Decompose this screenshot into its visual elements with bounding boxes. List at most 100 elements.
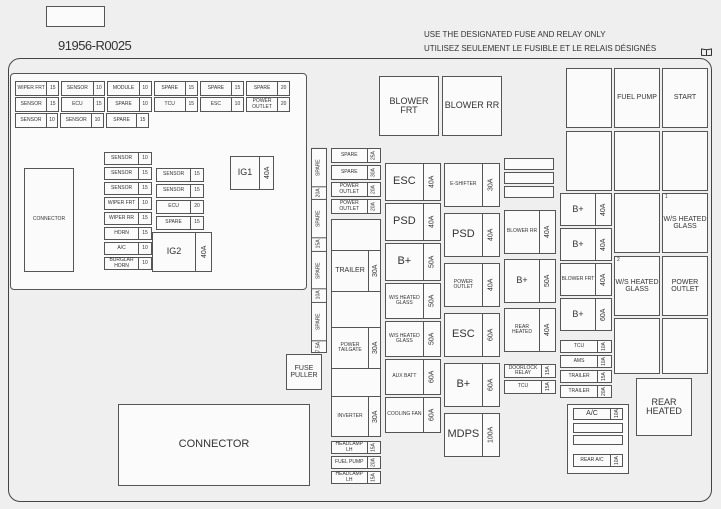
fuse-label: MDPS: [447, 428, 480, 441]
main-connector: CONNECTOR: [118, 404, 310, 486]
fuse-label: WIPER FRT: [107, 199, 136, 206]
fuse-amp: 60A: [487, 328, 495, 342]
fuse-b-: B+ 60A: [444, 363, 500, 407]
fuse-wiper-frt: WIPER FRT 10: [104, 197, 152, 210]
fuse-box-outline: [8, 58, 712, 502]
fuse-amp: 100A: [487, 426, 495, 444]
fuse-label: W/S HEATED GLASS: [388, 332, 420, 344]
fuse-label: A/C: [117, 244, 126, 251]
fuse-label: BURGLAR HORN: [109, 257, 134, 269]
fuse-amp: 20: [194, 203, 200, 210]
fuse-sensor: SENSOR 10: [104, 152, 152, 165]
fuse-amp: 40A: [487, 278, 495, 292]
fuse-amp: 10: [142, 199, 148, 206]
trailer-fuse: TRAILER 30A: [331, 250, 381, 292]
fuse-label: SPARE: [115, 100, 132, 107]
fuse-label: B+: [572, 203, 584, 214]
fuel-pump-relay: FUEL PUMP: [614, 68, 660, 128]
fuse-label: B+: [572, 238, 584, 249]
left-connector: CONNECTOR: [24, 168, 74, 272]
fuse-label: SPARE: [340, 151, 358, 158]
fuse-b-: B+ 50A: [385, 243, 441, 281]
fuse-esc: ESC 60A: [444, 313, 500, 357]
fuse-amp: 15: [142, 169, 148, 176]
fuse-label: WIPER FRT: [17, 84, 45, 91]
fuse-amp: 60A: [428, 408, 436, 422]
fuse-amp: 60A: [487, 378, 495, 392]
fuse-amp: 15: [142, 214, 148, 221]
fuse-label: SENSOR: [162, 187, 185, 194]
fuse-amp: 15A: [600, 372, 607, 381]
fuse-label: SPARE: [165, 219, 182, 226]
empty-slot-2: [504, 172, 554, 184]
fuse-amp: 10: [142, 154, 148, 161]
fuse-label: SPARE: [161, 84, 178, 91]
fuse-label: W/S HEATED GLASS: [388, 294, 420, 306]
relay-empty-7: [662, 318, 708, 374]
ig1-fuse: IG1 40A: [230, 156, 274, 190]
fuse-amp: 15A: [544, 366, 551, 376]
fuse-puller[interactable]: FUSE PULLER: [286, 354, 322, 390]
start-relay: START: [662, 68, 708, 128]
ac-empty-1: [573, 423, 623, 433]
fuse-label: B+: [456, 378, 471, 391]
fuse-label: B+: [397, 255, 412, 268]
book-icon: [701, 43, 712, 57]
fuse-amp: 15: [142, 184, 148, 191]
fuse-label: SENSOR: [110, 184, 133, 191]
fuse-amp: 15: [234, 84, 241, 91]
fuse-amp: 20A: [370, 458, 377, 467]
fuse-label: POWER OUTLET: [339, 183, 360, 195]
fuse-label: E-SHIFTER: [450, 181, 477, 188]
fuse-amp: 40A: [599, 203, 607, 216]
rear-heated-relay: REAR HEATED: [636, 378, 692, 436]
fuse-label: DOORLOCK RELAY: [508, 364, 538, 376]
fuse-b-: B+ 40A: [560, 193, 612, 226]
fuse-label: SENSOR: [110, 154, 133, 161]
fuse-amp: 10A: [600, 357, 607, 366]
fuse-label: ESC: [452, 328, 475, 341]
fuse-label: ESC: [210, 100, 221, 107]
fuse-amp: 10: [94, 116, 101, 123]
fuse-label: HEADLAMP LH: [335, 441, 364, 453]
ig2-fuse: IG2 40A: [152, 232, 212, 272]
fuse-amp: 40A: [599, 273, 607, 286]
fuse-amp: 15A: [370, 473, 377, 482]
fuse-amp: 50A: [428, 255, 436, 269]
fuse-amp: 10: [234, 100, 241, 107]
fuse-label: SPARE: [113, 116, 130, 123]
fuse-label: B+: [516, 275, 528, 286]
fuse-label: PSD: [452, 228, 475, 241]
fuse-amp: 10: [142, 100, 148, 107]
fuse-label: AUX BATT: [392, 373, 417, 380]
fuse-label: TCU: [517, 383, 529, 390]
fuse-label: SENSOR: [162, 171, 185, 178]
fuse-label: TRAILER: [568, 372, 590, 379]
fuse-amp: 40A: [543, 323, 551, 337]
